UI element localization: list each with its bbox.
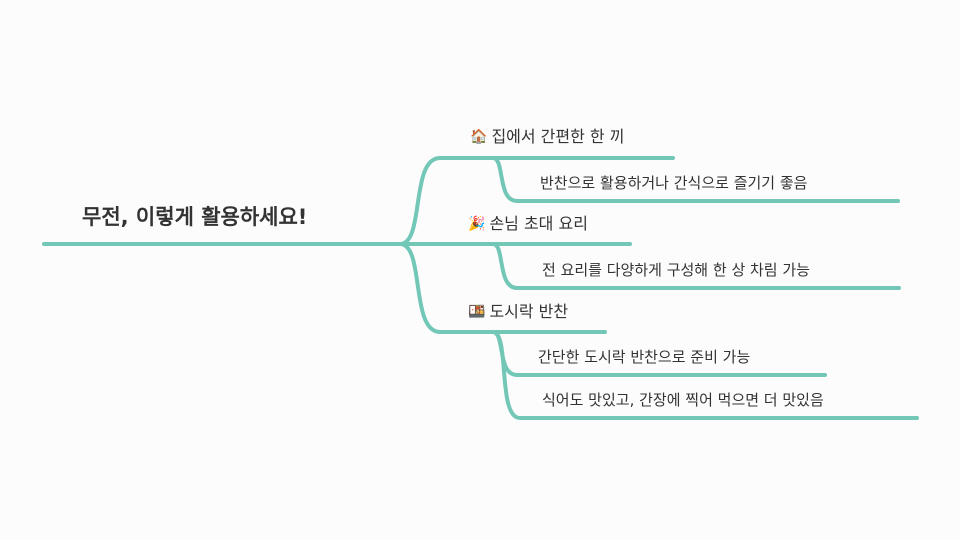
link-root-branch-1 [398, 156, 675, 246]
leaf-node-tasty-cold[interactable]: 식어도 맛있고, 간장에 찍어 먹으면 더 맛있음 [542, 391, 824, 409]
branch-node-guest-dish[interactable]: 🎉손님 초대 요리 [468, 216, 588, 232]
branch-label: 손님 초대 요리 [489, 214, 588, 233]
branch-node-lunchbox[interactable]: 🍱도시락 반찬 [468, 304, 568, 320]
branch-node-home-meal[interactable]: 🏠집에서 간편한 한 끼 [470, 129, 624, 145]
link-root-branch-3 [398, 242, 607, 334]
branch-label: 도시락 반찬 [489, 302, 569, 321]
link-branch-2-leaf-1 [491, 242, 901, 290]
house-icon: 🏠 [470, 129, 488, 145]
link-branch-3-leaf-2 [491, 330, 919, 420]
leaf-node-lunchbox-prep[interactable]: 간단한 도시락 반찬으로 준비 가능 [538, 348, 751, 366]
root-node[interactable]: 무전, 이렇게 활용하세요! [82, 205, 308, 229]
link-branch-1-leaf-1 [491, 156, 900, 203]
leaf-node-side-dish[interactable]: 반찬으로 활용하거나 간식으로 즐기기 좋음 [540, 174, 808, 192]
lunchbox-icon: 🍱 [468, 304, 486, 320]
branch-label: 집에서 간편한 한 끼 [491, 127, 625, 146]
leaf-node-table-setting[interactable]: 전 요리를 다양하게 구성해 한 상 차림 가능 [542, 261, 810, 279]
party-icon: 🎉 [468, 216, 486, 232]
